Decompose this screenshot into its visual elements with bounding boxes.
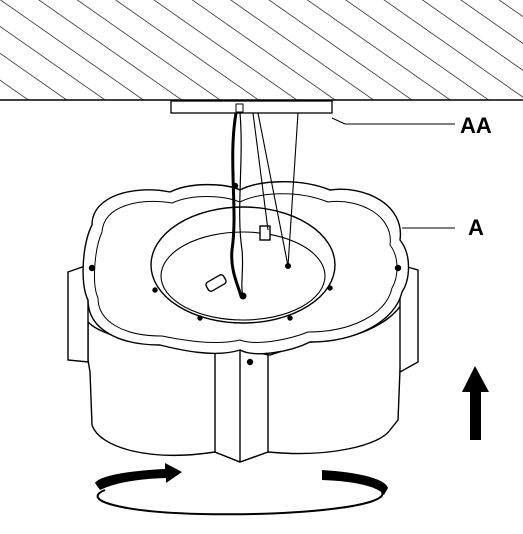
up-arrow-icon xyxy=(462,366,489,440)
rotation-arrows-icon xyxy=(95,463,388,516)
lamp-body xyxy=(67,181,419,463)
ceiling xyxy=(0,0,523,101)
mounting-plate xyxy=(170,100,455,125)
label-lamp: A xyxy=(468,215,484,240)
label-mount-plate: AA xyxy=(460,113,492,138)
power-wires xyxy=(230,112,299,300)
